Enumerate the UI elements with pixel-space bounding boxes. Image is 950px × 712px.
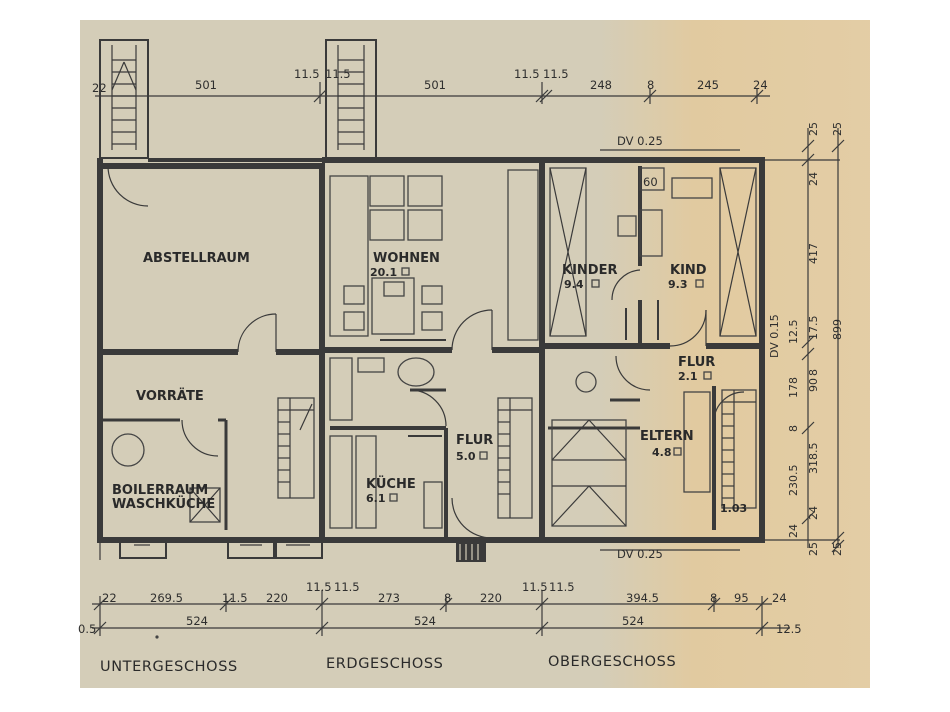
area-marker xyxy=(673,447,682,456)
dim-bottom-22: 22 xyxy=(102,591,117,605)
dim-bottom-0-5: 0.5 xyxy=(78,622,96,636)
erdgeschoss-plan xyxy=(322,157,545,562)
dim-right-24: 24 xyxy=(807,172,820,186)
room-flur-eg: FLUR xyxy=(456,433,493,448)
room-waschkueche: WASCHKÜCHE xyxy=(112,496,215,512)
dim-top-11-5-d: 11.5 xyxy=(543,67,569,81)
room-wohnen-area: 20.1 xyxy=(370,266,397,279)
room-eltern-area: 4.8 xyxy=(652,446,672,459)
obergeschoss-plan xyxy=(542,149,765,551)
room-kueche-area: 6.1 xyxy=(366,492,386,505)
area-marker xyxy=(591,279,600,288)
dim-right-25-b: 25 xyxy=(831,122,844,136)
area-marker xyxy=(479,451,488,460)
floor-label-untergeschoss: UNTERGESCHOSS xyxy=(100,659,238,675)
dv-bottom-label: DV 0.25 xyxy=(617,547,663,561)
dim-bottom-11-5-d: 11.5 xyxy=(522,580,548,594)
area-marker xyxy=(389,493,398,502)
floor-label-obergeschoss: OBERGESCHOSS xyxy=(548,654,676,670)
dim-top-245: 245 xyxy=(697,78,719,92)
dim-right-318-5: 318.5 xyxy=(807,443,820,475)
dim-top-248: 248 xyxy=(590,78,612,92)
room-boilerraum: BOILERRAUM xyxy=(112,483,208,498)
dim-right-8-a: 8 xyxy=(807,369,820,376)
cellar-entrance-stair xyxy=(99,39,149,159)
right-dimension-chain xyxy=(762,128,845,553)
dim-right-25-a: 25 xyxy=(807,122,820,136)
room-abstellraum: ABSTELLRAUM xyxy=(143,251,250,266)
dim-bottom-220-b: 220 xyxy=(480,591,502,605)
furniture-tag-60: 60 xyxy=(643,175,658,189)
dim-right-899: 899 xyxy=(831,319,844,340)
room-eltern: ELTERN xyxy=(640,429,694,444)
paper-discoloration xyxy=(600,20,870,688)
dim-bottom-269-5: 269.5 xyxy=(150,591,183,605)
room-flur-og-area: 2.1 xyxy=(678,370,698,383)
dim-bottom-24: 24 xyxy=(772,591,787,605)
dim-top-501-a: 501 xyxy=(195,78,217,92)
dim-bottom-11-5-e: 11.5 xyxy=(549,580,575,594)
dim-right-25-d: 25 xyxy=(831,542,844,556)
room-flur-og: FLUR xyxy=(678,355,715,370)
area-marker xyxy=(401,267,410,276)
bottom-dimension-chains xyxy=(92,590,790,639)
dim-bottom-12-5: 12.5 xyxy=(776,622,802,636)
dim-right-24-c: 24 xyxy=(807,506,820,520)
room-kueche: KÜCHE xyxy=(366,476,416,492)
room-kind-area: 9.3 xyxy=(668,278,688,291)
dv-top-label: DV 0.25 xyxy=(617,134,663,148)
dim-bottom-394-5: 394.5 xyxy=(626,591,659,605)
dim-right-417: 417 xyxy=(807,243,820,264)
entrance-stair xyxy=(325,39,377,159)
dim-top-24: 24 xyxy=(753,78,768,92)
dim-bottom-11-5-a: 11.5 xyxy=(222,591,248,605)
room-vorraete: VORRÄTE xyxy=(136,388,204,404)
area-marker xyxy=(703,371,712,380)
dim-top-11-5-a: 11.5 xyxy=(294,67,320,81)
area-marker xyxy=(695,279,704,288)
desk xyxy=(639,167,665,191)
dim-bottom-8-b: 8 xyxy=(710,591,717,605)
dim-bottom-524-a: 524 xyxy=(186,614,208,628)
dim-bottom-524-c: 524 xyxy=(622,614,644,628)
dim-bottom-8-a: 8 xyxy=(444,591,451,605)
room-kinder-area: 9.4 xyxy=(564,278,584,291)
room-kinder: KINDER xyxy=(562,263,617,278)
dim-bottom-11-5-b: 11.5 xyxy=(306,580,332,594)
dim-bottom-273: 273 xyxy=(378,591,400,605)
dim-top-501-b: 501 xyxy=(424,78,446,92)
dim-bottom-95: 95 xyxy=(734,591,749,605)
dim-right-dv-015: DV 0.15 xyxy=(768,314,781,358)
dim-bottom-220-a: 220 xyxy=(266,591,288,605)
dim-right-178: 178 xyxy=(787,377,800,398)
dim-bottom-11-5-c: 11.5 xyxy=(334,580,360,594)
dim-right-17-5: 17.5 xyxy=(807,316,820,341)
floor-label-erdgeschoss: ERDGESCHOSS xyxy=(326,656,443,672)
closet-value: 1.03 xyxy=(720,502,747,515)
room-wohnen: WOHNEN xyxy=(373,251,440,266)
dim-right-25-c: 25 xyxy=(807,542,820,556)
dim-bottom-524-b: 524 xyxy=(414,614,436,628)
dim-top-8: 8 xyxy=(647,78,654,92)
dim-right-8-b: 8 xyxy=(787,425,800,432)
dim-right-230-5: 230.5 xyxy=(787,465,800,497)
top-dimension-chain: 22 501 11.5 11.5 501 11.5 11.5 248 8 245… xyxy=(92,67,770,104)
room-kind: KIND xyxy=(670,263,707,278)
room-flur-eg-area: 5.0 xyxy=(456,450,476,463)
dim-top-11-5-c: 11.5 xyxy=(514,67,540,81)
dim-right-12-5: 12.5 xyxy=(787,320,800,345)
dim-right-90: 90 xyxy=(807,378,820,392)
dim-right-24-b: 24 xyxy=(787,524,800,538)
